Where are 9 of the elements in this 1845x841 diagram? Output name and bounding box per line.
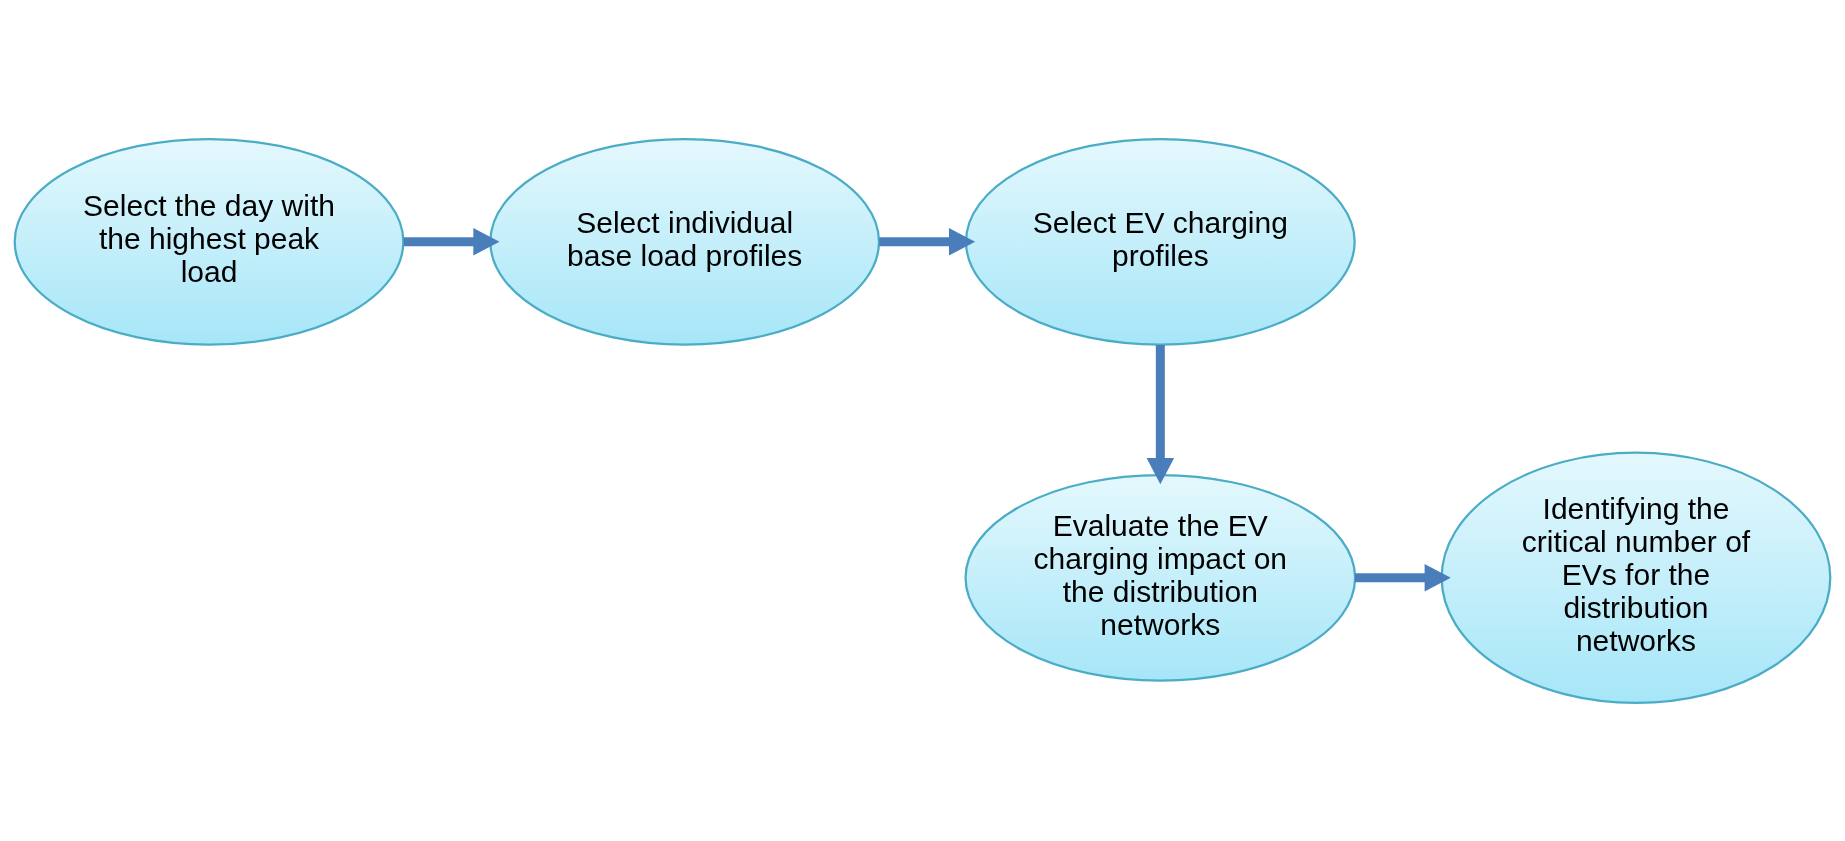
arrow [1146,344,1175,484]
node-ellipse: Select EV charging profiles [964,137,1356,346]
arrow [1354,563,1451,592]
arrow [879,227,976,256]
node-ellipse: Select individual base load profiles [489,137,881,346]
node-ellipse: Select the day with the highest peak load [13,137,405,346]
node-ellipse: Evaluate the EV charging impact on the distribution networks [964,473,1357,682]
arrow [403,227,500,256]
node-ellipse: Identifying the critical number of EVs for the distribution networks [1440,451,1832,704]
